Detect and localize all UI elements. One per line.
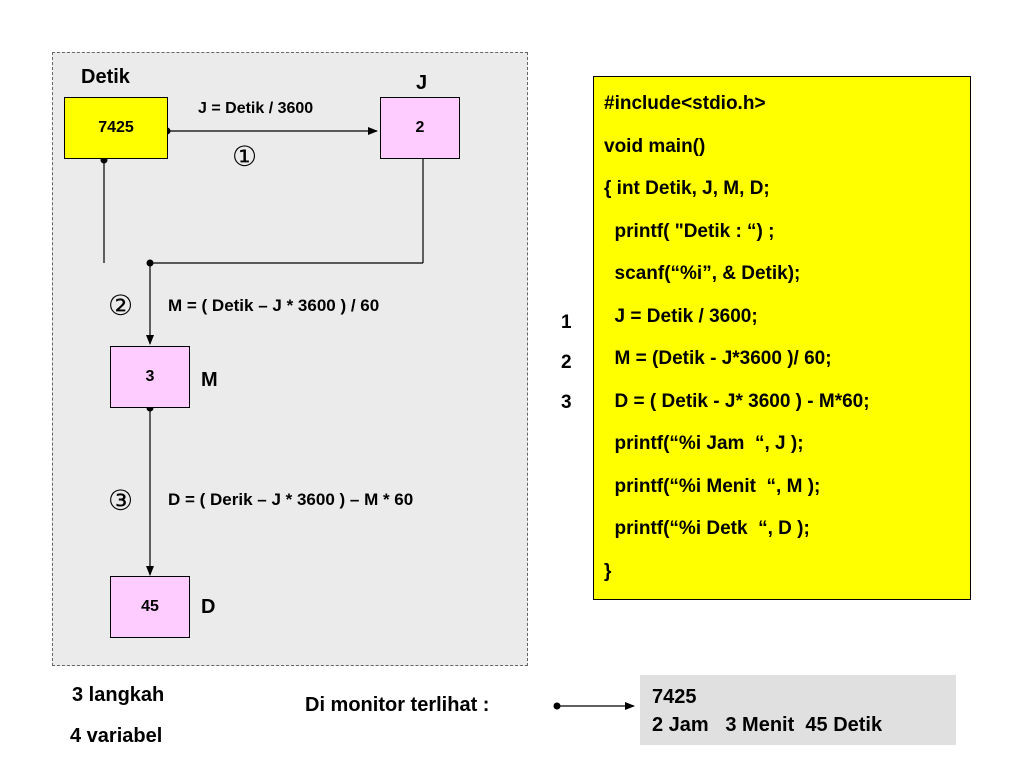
code-line: printf( "Detik : “) ; <box>604 220 775 242</box>
label-d: D <box>201 596 216 618</box>
box-detik: 7425 <box>64 97 168 159</box>
code-line: void main() <box>604 135 706 157</box>
monitor-output: 7425 2 Jam 3 Menit 45 Detik <box>640 675 956 745</box>
box-d-value: 45 <box>141 598 159 615</box>
code-line: printf(“%i Jam “, J ); <box>604 433 804 454</box>
formula-d: D = ( Derik – J * 3600 ) – M * 60 <box>168 490 414 509</box>
line-number-1: 1 <box>561 312 572 333</box>
summary-steps: 3 langkah <box>72 684 165 706</box>
step3-marker: ③ <box>108 485 134 516</box>
step1-marker: ① <box>232 141 258 172</box>
formula-j: J = Detik / 3600 <box>198 100 314 117</box>
summary-variables: 4 variabel <box>70 725 163 747</box>
label-m: M <box>201 369 218 391</box>
monitor-output-line1: 7425 <box>652 686 697 708</box>
box-d: 45 <box>110 576 190 638</box>
label-j: J <box>416 72 428 94</box>
box-detik-value: 7425 <box>98 119 134 136</box>
code-line: } <box>604 560 612 582</box>
box-j: 2 <box>380 97 460 159</box>
code-line: D = ( Detik - J* 3600 ) - M*60; <box>604 390 870 412</box>
monitor-label: Di monitor terlihat : <box>305 694 490 716</box>
line-number-3: 3 <box>561 392 572 413</box>
box-m: 3 <box>110 346 190 408</box>
box-j-value: 2 <box>415 119 425 136</box>
line-number-2: 2 <box>561 352 572 373</box>
code-line: J = Detik / 3600; <box>604 305 758 327</box>
code-line: #include<stdio.h> <box>604 93 766 114</box>
code-line: scanf(“%i”, & Detik); <box>604 263 801 284</box>
code-line: { int Detik, J, M, D; <box>604 178 770 199</box>
monitor-output-line2: 2 Jam 3 Menit 45 Detik <box>652 714 883 736</box>
code-line: printf(“%i Detk “, D ); <box>604 518 810 539</box>
code-line: M = (Detik - J*3600 )/ 60; <box>604 348 832 369</box>
step2-marker: ② <box>108 290 134 321</box>
label-detik: Detik <box>81 66 130 88</box>
box-m-value: 3 <box>145 368 155 385</box>
code-block: #include<stdio.h> void main() { int Deti… <box>593 76 971 600</box>
code-line: printf(“%i Menit “, M ); <box>604 475 821 497</box>
formula-m: M = ( Detik – J * 3600 ) / 60 <box>168 296 380 315</box>
